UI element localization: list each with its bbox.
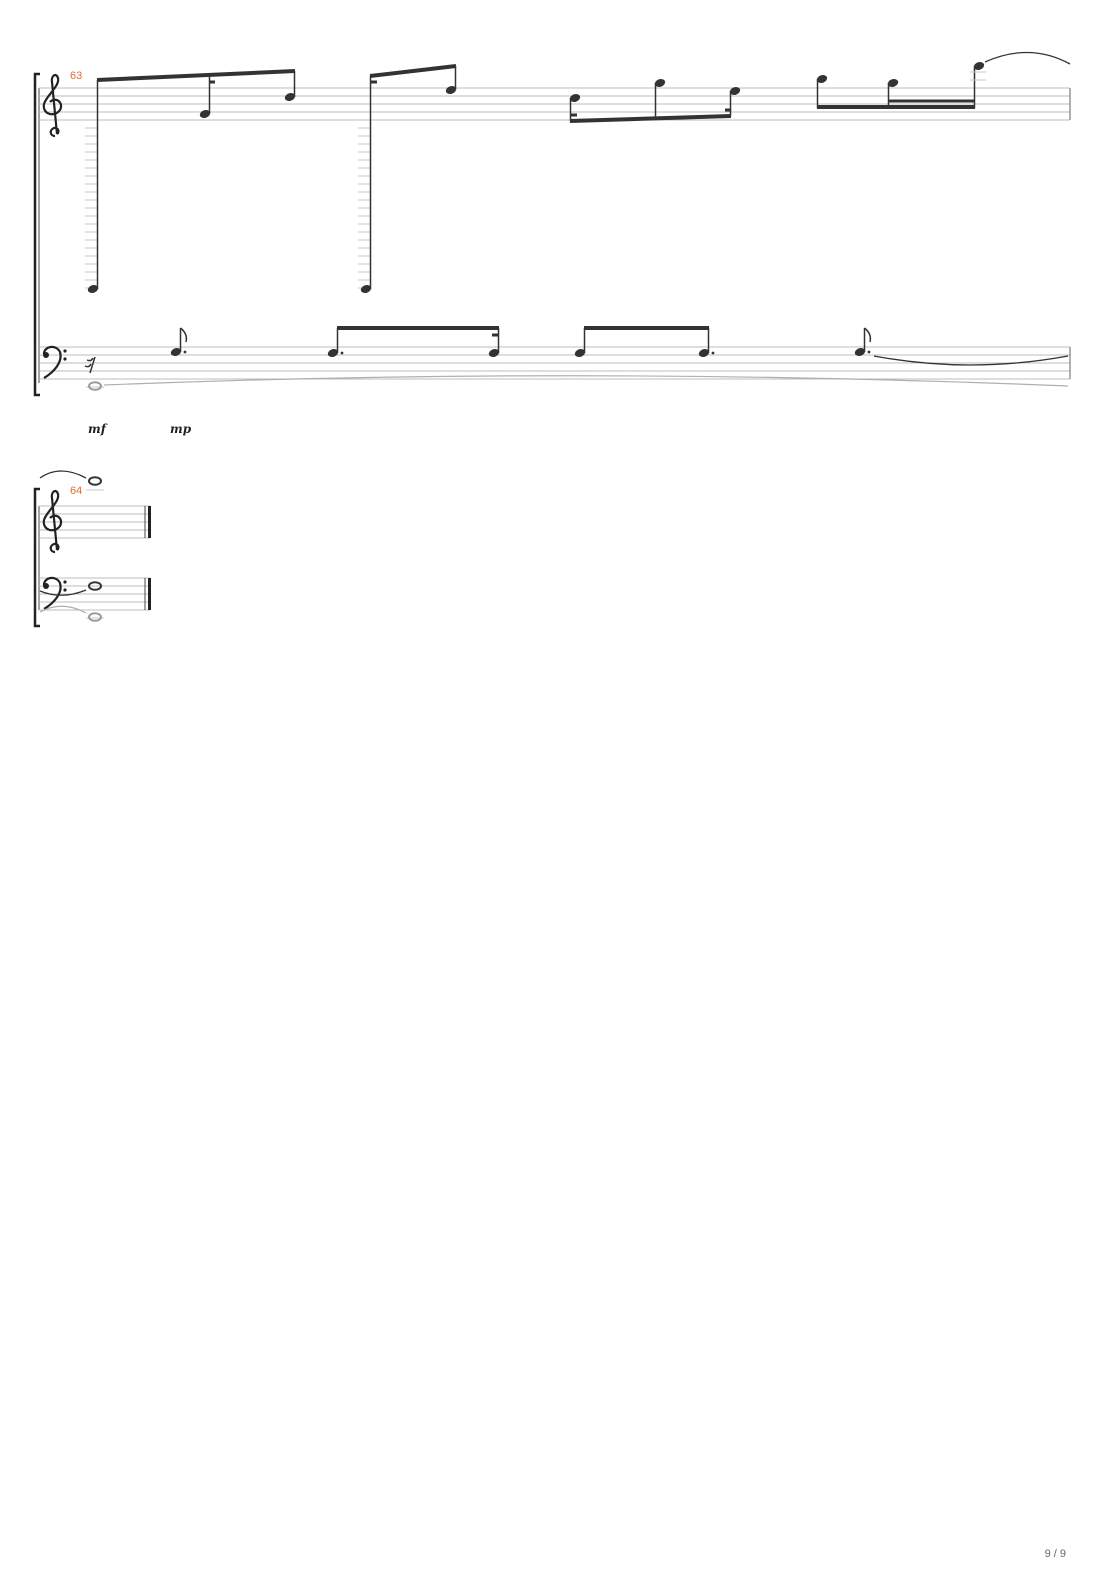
page-number: 9 / 9 [1044, 1548, 1066, 1560]
sixteenth-rest-icon [84, 356, 96, 374]
bass-clef-icon [42, 345, 67, 379]
treble-beam-group-3 [568, 77, 742, 123]
dynamic-mp: mp [170, 422, 192, 436]
bass-beam-group-1 [326, 326, 501, 359]
treble-whole-note [86, 476, 104, 491]
treble-beam-group-2 [359, 64, 458, 295]
bass-staff [39, 577, 150, 611]
system-bracket [33, 487, 40, 628]
tie-treble [984, 51, 1071, 65]
treble-staff [39, 505, 150, 539]
bass-whole-note-ghost [86, 381, 104, 391]
bass-staff [39, 346, 1070, 380]
tie-treble-incoming [39, 470, 87, 479]
tie-bass-incoming [39, 589, 87, 596]
dynamic-mf: mf [88, 422, 108, 436]
tie-bass-upper [873, 355, 1069, 366]
bass-note-last [853, 327, 872, 358]
treble-clef-icon [42, 489, 63, 554]
ledger-lines-1 [85, 127, 98, 289]
treble-beam-group-4 [815, 60, 986, 109]
treble-clef-icon [42, 73, 63, 138]
final-barline-bass [144, 578, 151, 610]
ledger-lines-2 [358, 127, 371, 289]
system-1: 63 [33, 51, 1071, 436]
measure-number: 63 [70, 70, 82, 82]
final-barline-treble [144, 506, 151, 538]
system-bracket [33, 72, 40, 397]
bass-note-1 [169, 327, 188, 358]
tie-bass-long [103, 375, 1069, 387]
bass-whole-note [88, 581, 102, 591]
tie-bass-ghost-incoming [39, 605, 87, 614]
system-2: 64 [33, 470, 151, 628]
measure-number: 64 [70, 485, 82, 497]
treble-beam-group-1 [86, 69, 297, 295]
bass-clef-icon [42, 576, 67, 610]
bass-whole-note-ghost [86, 612, 104, 622]
treble-staff [39, 87, 1070, 121]
bass-beam-group-2 [573, 326, 715, 359]
